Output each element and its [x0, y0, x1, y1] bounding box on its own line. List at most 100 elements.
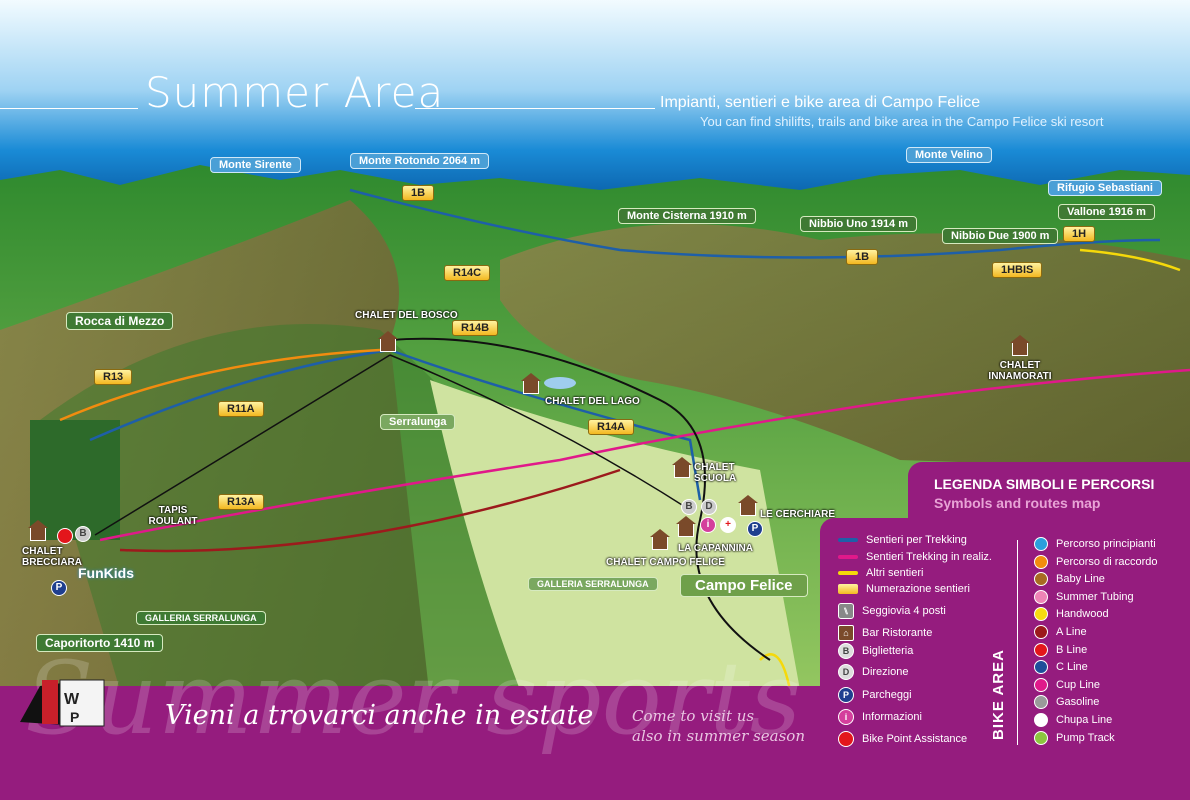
ticket-icon[interactable]: B	[75, 526, 91, 542]
subtitle-english: You can find shilifts, trails and bike a…	[700, 114, 1104, 129]
label-vallone: Vallone 1916 m	[1058, 204, 1155, 220]
legend-bike-line-label: Gasoline	[1056, 696, 1100, 709]
color-dot-icon	[1034, 660, 1048, 675]
parking-icon[interactable]: P	[51, 580, 67, 596]
legend-divider	[1017, 540, 1018, 745]
parking-icon: P	[838, 687, 854, 703]
legend-bike-line: Chupa Line	[1034, 713, 1112, 727]
chalet-icon[interactable]	[1010, 335, 1030, 356]
color-dot-icon	[1034, 625, 1048, 639]
legend-item-label: Bike Point Assistance	[862, 733, 968, 745]
legend-bike-line-label: Pump Track	[1056, 731, 1115, 744]
chalet-icon[interactable]	[521, 373, 541, 394]
color-dot-icon	[1034, 537, 1048, 551]
legend-item: Sentieri per Trekking	[838, 534, 967, 546]
ticket-icon[interactable]: B	[681, 499, 697, 515]
legend-bike-line: Cup Line	[1034, 677, 1101, 692]
legend-bike-line-label: Percorso principianti	[1056, 538, 1156, 550]
legend-bike-line-label: Chupa Line	[1056, 714, 1113, 726]
funkids-logo: FunKids	[78, 565, 134, 581]
legend-subtitle: Symbols and routes map	[934, 495, 1101, 511]
legend-swatch	[838, 571, 858, 575]
legend-swatch	[838, 538, 858, 542]
legend-item: ⌂ Bar Ristorante	[838, 625, 932, 641]
color-dot-icon	[1034, 607, 1048, 622]
legend-bike-line-label: B Line	[1056, 643, 1088, 656]
parking-icon[interactable]: P	[747, 521, 763, 537]
legend-item: ⑊ Seggiovia 4 posti	[838, 603, 946, 619]
label-rifugio-sebastiani: Rifugio Sebastiani	[1048, 180, 1162, 196]
legend-title: LEGENDA SIMBOLI E PERCORSI	[934, 476, 1155, 492]
chalet-icon[interactable]	[650, 529, 670, 550]
bike-point-icon	[838, 731, 854, 747]
label-galleria-serralunga-west: GALLERIA SERRALUNGA	[136, 611, 266, 625]
ticket-icon: B	[838, 643, 854, 659]
label-monte-sirente: Monte Sirente	[210, 157, 301, 173]
legend-bike-line-label: C Line	[1056, 661, 1088, 674]
legend-bike-line: Baby Line	[1034, 572, 1105, 587]
page-title: Summer Area	[145, 68, 445, 117]
legend-item-label: Bar Ristorante	[862, 627, 933, 639]
first-aid-icon[interactable]: +	[720, 517, 736, 533]
direction-icon[interactable]: D	[701, 499, 717, 515]
bike-point-icon[interactable]	[57, 528, 73, 544]
label-campo-felice: Campo Felice	[680, 574, 808, 597]
legend-panel-body	[820, 518, 1190, 800]
legend-bike-line-label: Percorso di raccordo	[1056, 555, 1158, 568]
chalet-icon[interactable]	[676, 516, 696, 537]
route-tag-1b: 1B	[402, 185, 435, 201]
legend-bike-line: Handwood	[1034, 607, 1109, 622]
legend-bike-line: C Line	[1034, 660, 1088, 675]
chalet-icon: ⌂	[838, 625, 854, 641]
legend-bike-line: B Line	[1034, 642, 1088, 657]
legend-bike-line-label: Cup Line	[1056, 678, 1101, 691]
route-tag-r13a: R13A	[218, 494, 265, 510]
chalet-icon[interactable]	[378, 331, 398, 352]
route-tag-r11a: R11A	[218, 401, 264, 417]
svg-text:P: P	[70, 709, 79, 725]
legend-bike-line: Pump Track	[1034, 730, 1115, 745]
route-tag-r13: R13	[94, 369, 133, 385]
legend-item-label: Parcheggi	[862, 689, 912, 701]
info-icon: i	[838, 709, 854, 725]
chalet-icon[interactable]	[738, 495, 758, 516]
label-chalet-campo-felice: CHALET CAMPO FELICE	[606, 557, 725, 568]
color-dot-icon	[1034, 695, 1048, 710]
label-chalet-del-lago: CHALET DEL LAGO	[545, 396, 640, 407]
route-tag-r14c: R14C	[444, 265, 491, 281]
legend-bike-line: Gasoline	[1034, 695, 1100, 710]
color-dot-icon	[1034, 677, 1048, 692]
legend-bike-line: Percorso principianti	[1034, 537, 1156, 551]
color-dot-icon	[1034, 572, 1048, 587]
route-tag-r14a: R14A	[588, 419, 635, 435]
fwp-logo: WP	[20, 679, 105, 727]
label-serralunga: Serralunga	[380, 414, 456, 430]
label-chalet-innamorati: CHALET INNAMORATI	[988, 360, 1052, 382]
color-dot-icon	[1034, 589, 1048, 604]
chalet-icon[interactable]	[672, 457, 692, 478]
route-tag-1h: 1H	[1063, 226, 1096, 242]
legend-item-label: Altri sentieri	[866, 567, 924, 579]
bike-area-label: BIKE AREA	[990, 649, 1007, 740]
route-tag-r14b: R14B	[452, 320, 499, 336]
legend-item-label: Seggiovia 4 posti	[862, 605, 946, 617]
legend-item-label: Informazioni	[862, 711, 922, 723]
info-icon[interactable]: i	[700, 517, 716, 533]
label-monte-rotondo: Monte Rotondo 2064 m	[350, 153, 490, 169]
color-dot-icon	[1034, 642, 1048, 657]
legend-item: i Informazioni	[838, 709, 922, 725]
legend-bike-line-label: Handwood	[1056, 608, 1109, 621]
route-tag-1hbis: 1HBIS	[992, 262, 1043, 278]
color-dot-icon	[1034, 713, 1048, 727]
label-le-cerchiare: LE CERCHIARE	[760, 509, 836, 520]
slogan-italian: Vieni a trovarci anche in estate	[165, 700, 594, 731]
label-tapis-roulant: TAPIS ROULANT	[148, 505, 198, 527]
chalet-icon[interactable]	[28, 520, 48, 541]
color-dot-icon	[1034, 730, 1048, 745]
legend-item: P Parcheggi	[838, 687, 912, 703]
label-rocca-di-mezzo: Rocca di Mezzo	[66, 312, 174, 330]
svg-text:W: W	[64, 691, 80, 708]
chairlift-icon: ⑊	[838, 603, 854, 619]
